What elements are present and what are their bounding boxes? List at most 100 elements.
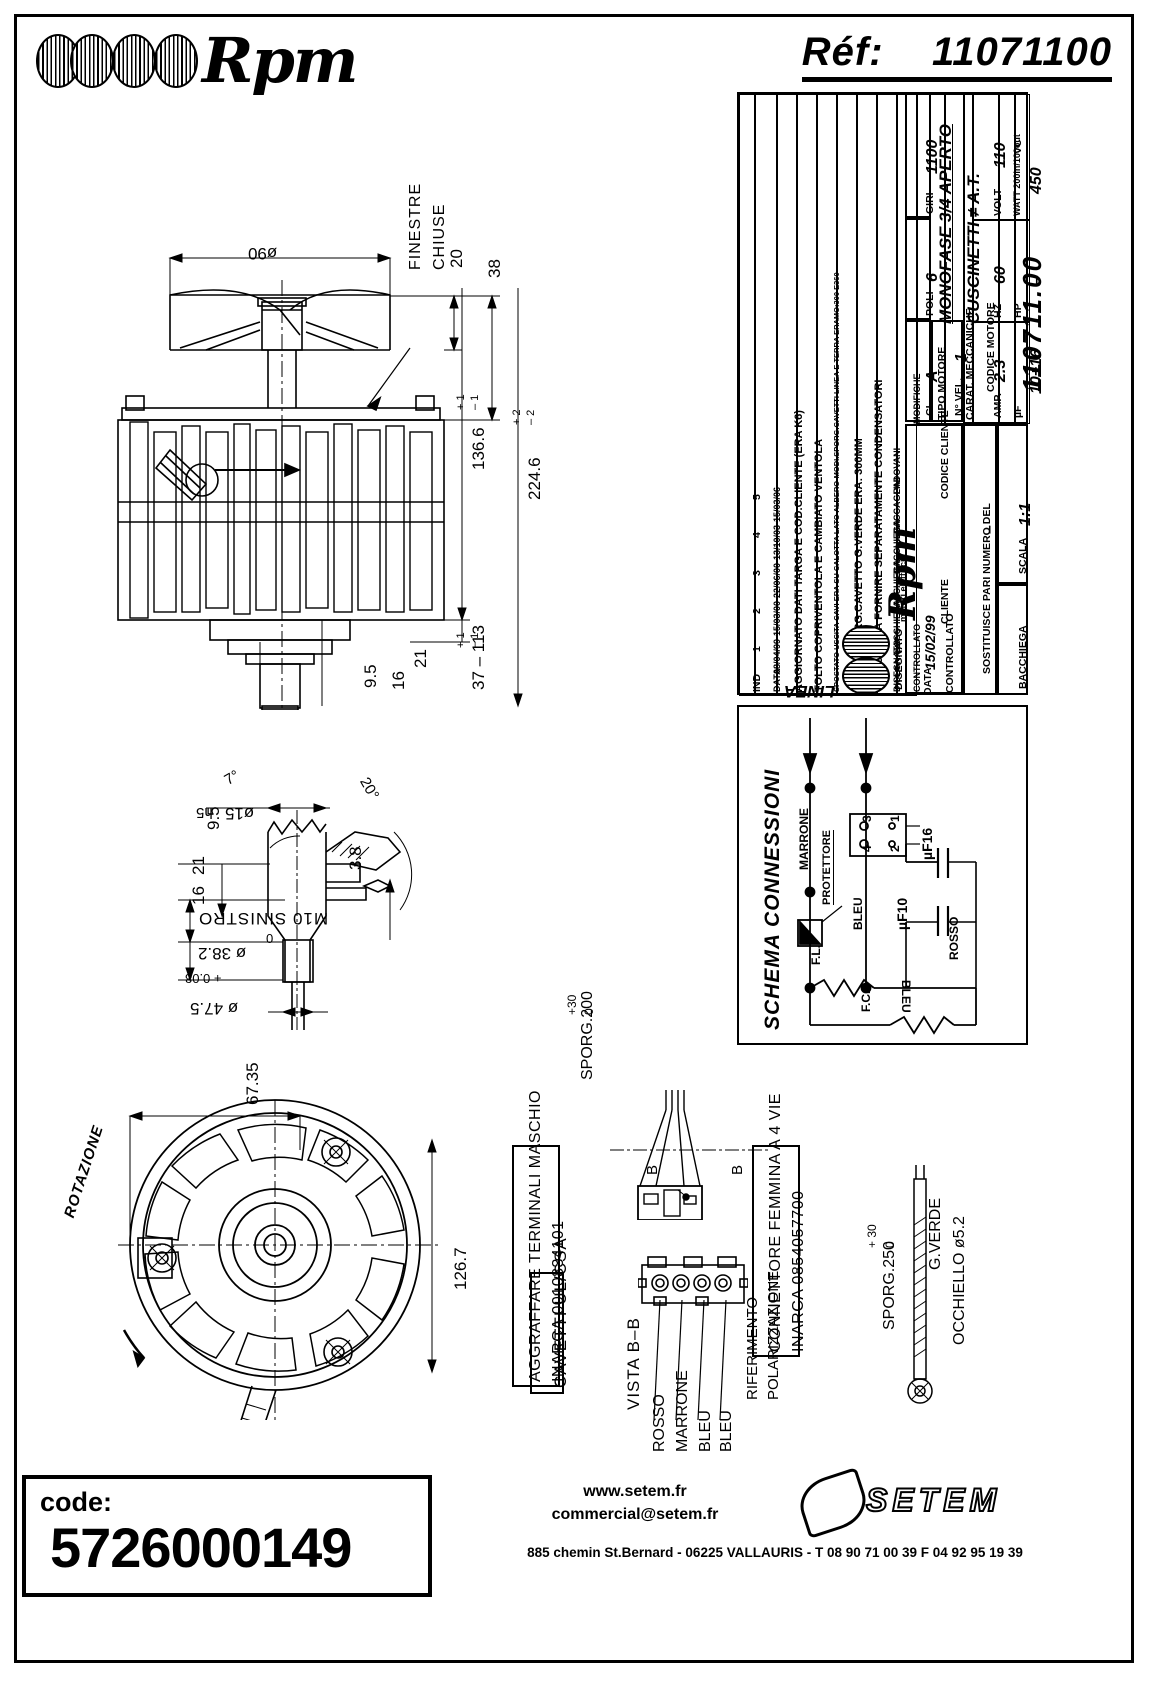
dim-37-tol-minus: – 1 xyxy=(469,632,481,648)
cl-cell xyxy=(905,320,931,422)
nvel-cell xyxy=(931,320,963,422)
connettore-note-box xyxy=(752,1145,800,1357)
sporg250-tol-plus: + 30 xyxy=(865,1224,879,1248)
sostituisce-cell xyxy=(963,424,997,695)
dim-3-8: 3.8 xyxy=(346,846,365,870)
ref-value: 11071100 xyxy=(931,30,1112,74)
wiring-rosso-label: ROSSO xyxy=(947,916,961,960)
note-finestre-line2: CHIUSE xyxy=(431,203,448,270)
dim-47-5: ø 47.5 xyxy=(190,999,239,1018)
aggraffare-note-box xyxy=(512,1145,560,1387)
coil-stack-icon xyxy=(842,657,890,695)
rev-drawn-col xyxy=(877,94,897,696)
disegnato-label: DISEGNATO xyxy=(893,628,905,690)
carat-mecc-cell xyxy=(945,94,973,424)
dim-136-tol-minus: – 1 xyxy=(469,394,481,410)
setem-wordmark: SETEM xyxy=(865,1481,1002,1519)
dim-9-5: 9.5 xyxy=(361,664,380,688)
cliente-cell xyxy=(905,424,963,694)
sheet-border xyxy=(14,14,1134,1663)
codice-motore-value: 110711.00 xyxy=(1017,254,1047,392)
wiring-terminal-4: 4 xyxy=(860,845,874,852)
tol-38-2-minus: 0 xyxy=(266,931,274,946)
volt-cell xyxy=(973,94,999,220)
dim-16: 16 xyxy=(389,671,408,690)
wiring-bleu-label-2: BLEU xyxy=(899,980,913,1013)
rpm-wordmark: Rpm xyxy=(202,24,358,97)
client-block: CLIENTE CODICE CLIENTE xyxy=(905,410,1028,694)
setem-contact: www.setem.fr commercial@setem.fr xyxy=(505,1480,765,1526)
tb-footer-fields: SOSTITUISCE PARI NUMERO DEL – SCALA 1:1 … xyxy=(905,424,1034,695)
rev-col-date xyxy=(755,94,777,696)
wiring-cap-16: µF16 xyxy=(919,827,935,860)
harness-view xyxy=(600,1090,780,1221)
dim-38-2: ø 38.2 xyxy=(198,944,247,963)
section-mark-b-left: B xyxy=(644,1164,661,1175)
hp-value-cell xyxy=(1015,220,1030,322)
tb-company-logo: Rpm motori elettrici xyxy=(826,500,924,695)
wiring-schematic xyxy=(780,710,1028,1040)
coil-stack-icon xyxy=(842,625,890,663)
dim-136-tol-plus: + 1 xyxy=(455,394,467,410)
dim-136-6: 136.6 xyxy=(469,427,488,470)
code-label: code: xyxy=(40,1487,113,1517)
wiring-terminal-2: 2 xyxy=(888,845,902,852)
dim-21: 21 xyxy=(411,649,430,668)
dim-20: 20 xyxy=(447,249,466,268)
dim-shaft-16: 16 xyxy=(189,886,208,905)
rev-desc-2 xyxy=(837,94,857,696)
wiring-terminal-1: 1 xyxy=(888,815,902,822)
poli-label: POLI xyxy=(924,291,936,316)
tipo-motore-cell xyxy=(917,94,945,424)
giri-value: 1100 xyxy=(924,139,941,174)
rev-desc-3 xyxy=(817,94,837,696)
codice-motore-cell xyxy=(963,92,1028,424)
sporg200-label: SPORG.200 xyxy=(579,991,596,1080)
scala-cell xyxy=(997,424,1028,584)
wiring-marrone-label: MARRONE xyxy=(797,808,811,870)
codice-motore-block: CODICE MOTORE 110711.00 xyxy=(963,92,1047,424)
dim-38: 38 xyxy=(485,259,504,278)
earth-wire-detail xyxy=(890,1165,970,1415)
wire-marrone: MARRONE xyxy=(674,1370,691,1452)
sporg200-tol-minus: 0 xyxy=(582,1008,596,1015)
thread-m10: M10 SINISTRO xyxy=(198,909,329,928)
data-value: 15/02/99 xyxy=(922,615,938,671)
front-view xyxy=(110,150,550,711)
hz-cell xyxy=(973,220,999,322)
scala-value: 1:1 xyxy=(1017,502,1034,526)
dim-shaft-21: 21 xyxy=(189,856,208,875)
wiring-diagram-box xyxy=(737,705,1028,1045)
rpm-logo: Rpm xyxy=(32,24,358,97)
dim-224-tol-minus: – 2 xyxy=(525,409,537,425)
scala-label: SCALA xyxy=(1017,537,1029,574)
setem-logo: SETEM xyxy=(793,1467,1050,1539)
rev-col-ind xyxy=(739,94,755,696)
wiring-bleu-label-1: BLEU xyxy=(851,897,865,930)
connector-detail xyxy=(637,1255,749,1315)
connector-wire-leaders xyxy=(636,1299,776,1421)
poli-value: 6 xyxy=(924,273,941,282)
tol-38-2-plus: + 0.08 xyxy=(185,971,222,986)
wire-bleu-2: BLEU xyxy=(718,1410,735,1452)
cavetti-note-box xyxy=(530,1272,564,1394)
coil-stack-icon xyxy=(154,34,198,88)
wiring-protettore-label: PROTETTORE xyxy=(821,830,834,905)
setem-email: commercial@setem.fr xyxy=(551,1506,719,1524)
wiring-cap-10: µF10 xyxy=(894,897,910,930)
dim-67-35: 67.35 xyxy=(243,1062,262,1105)
gverde-label: G.VERDE xyxy=(927,1197,944,1270)
section-mark-b-right: B xyxy=(729,1164,746,1175)
note-finestre-line1: FINESTRE xyxy=(407,182,424,270)
vc-value: 450 xyxy=(1028,167,1045,194)
ref-label: Réf: xyxy=(801,30,884,74)
wire-rosso: ROSSO xyxy=(651,1394,668,1452)
rev-desc-5 xyxy=(777,94,797,696)
end-view xyxy=(110,1090,460,1440)
giri-cell xyxy=(905,92,931,218)
dim-37-tol-plus: + 1 xyxy=(455,632,467,648)
dim-shaft-15: ø15 xyxy=(225,804,255,823)
rev-checked-col xyxy=(897,94,917,696)
connettore-line2: INARCA 0854057700 xyxy=(790,1190,807,1353)
wiring-linea-label: LINEA xyxy=(784,682,835,701)
